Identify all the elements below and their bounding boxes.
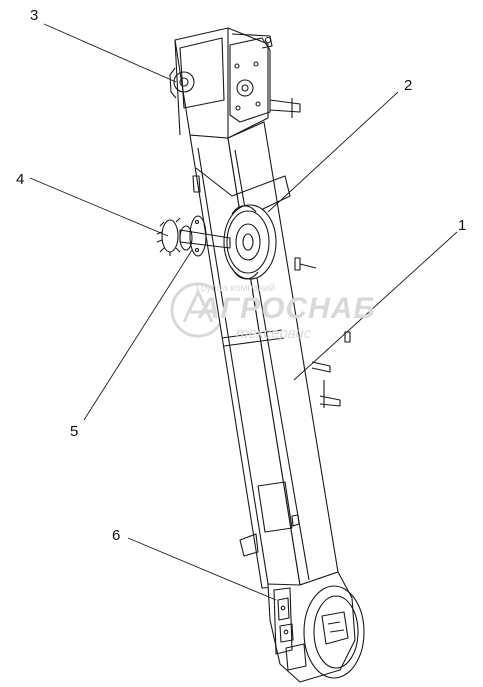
callout-2: 2 bbox=[404, 77, 413, 94]
leader-lines bbox=[29, 23, 458, 601]
leader-line-5 bbox=[83, 249, 193, 421]
watermark-line-2: АГРОСНАБ bbox=[198, 292, 376, 325]
leader-line-4 bbox=[29, 177, 169, 237]
elevator-housing bbox=[156, 27, 365, 683]
leader-line-1 bbox=[293, 231, 458, 381]
callout-1: 1 bbox=[458, 217, 467, 234]
watermark-line-3: техсервис bbox=[236, 325, 312, 342]
callout-4: 4 bbox=[16, 171, 25, 188]
callout-3: 3 bbox=[30, 7, 39, 24]
callout-6: 6 bbox=[112, 527, 121, 544]
leader-line-2 bbox=[267, 91, 399, 213]
watermark-line-1: Группа компаний bbox=[196, 283, 276, 294]
callout-5: 5 bbox=[70, 423, 79, 440]
leader-line-3 bbox=[43, 23, 177, 83]
leader-line-6 bbox=[127, 537, 277, 601]
sprocket-icon bbox=[156, 217, 181, 256]
